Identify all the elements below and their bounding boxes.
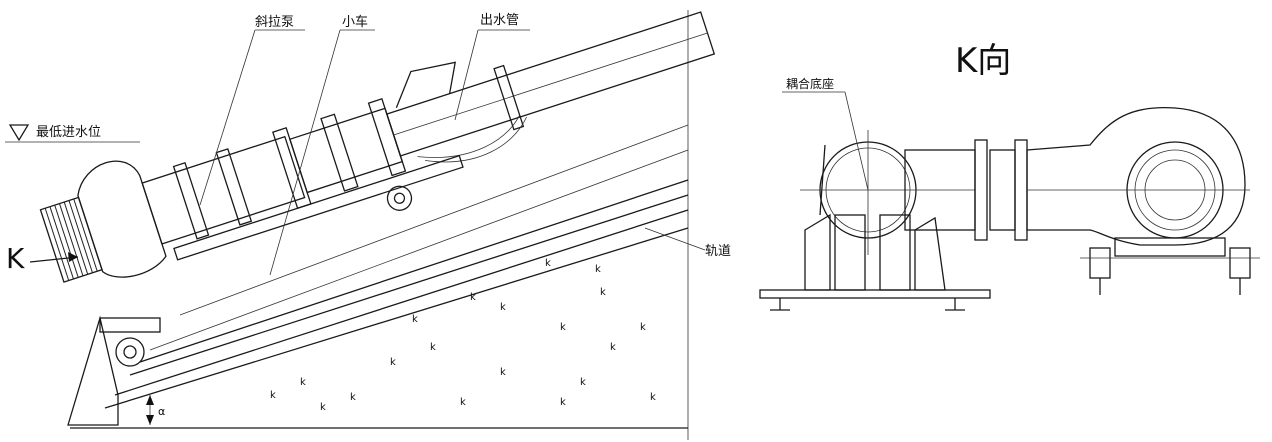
svg-text:k: k [270,390,276,401]
ground-texture: k k k k k k k k k k k k k k k k k k k k [270,258,656,413]
angle-label: α [158,405,165,418]
svg-text:k: k [600,287,606,298]
cart-wheel [386,185,413,211]
base-support [759,213,991,311]
pump-label: 斜拉泵 [255,15,294,30]
side-view: k k k k k k k k k k k k k k k k k k k k 斜拉泵 小车 出水管 最低… [5,10,731,440]
k-view-title: K向 [955,41,1011,81]
water-level-symbol [5,124,140,143]
svg-text:k: k [640,322,646,333]
svg-text:k: k [412,314,418,325]
svg-text:k: k [500,367,506,378]
inclined-slope [104,124,689,409]
pump-assembly [39,11,716,283]
svg-text:k: k [390,357,396,368]
track-label: 轨道 [705,244,731,259]
svg-text:k: k [300,377,306,388]
outlet-pipe-label: 出水管 [480,13,519,28]
pump-volute [1026,106,1246,246]
svg-text:k: k [560,322,566,333]
svg-text:k: k [560,397,566,408]
volute-casing [77,160,167,278]
svg-text:k: k [500,302,506,313]
svg-text:k: k [595,264,601,275]
svg-text:k: k [320,402,326,413]
svg-text:k: k [430,342,436,353]
motor-body [141,135,306,245]
svg-text:k: k [650,392,656,403]
cart-frame [173,154,464,261]
coupling-base-label: 耦合底座 [786,76,834,91]
pump-mount [1080,237,1260,295]
support-block [67,315,161,426]
k-direction-view: K向 [759,41,1260,311]
min-water-level-label: 最低进水位 [36,125,101,140]
view-marker-k: K [6,242,25,275]
coupling-base [800,130,975,255]
svg-text:k: k [580,377,586,388]
svg-text:k: k [610,342,616,353]
intake-screen [39,196,103,283]
cart-label: 小车 [342,14,368,30]
svg-text:k: k [470,292,476,303]
svg-text:k: k [350,392,356,403]
lower-wheel [115,337,145,367]
svg-text:k: k [460,397,466,408]
svg-text:k: k [545,258,551,269]
